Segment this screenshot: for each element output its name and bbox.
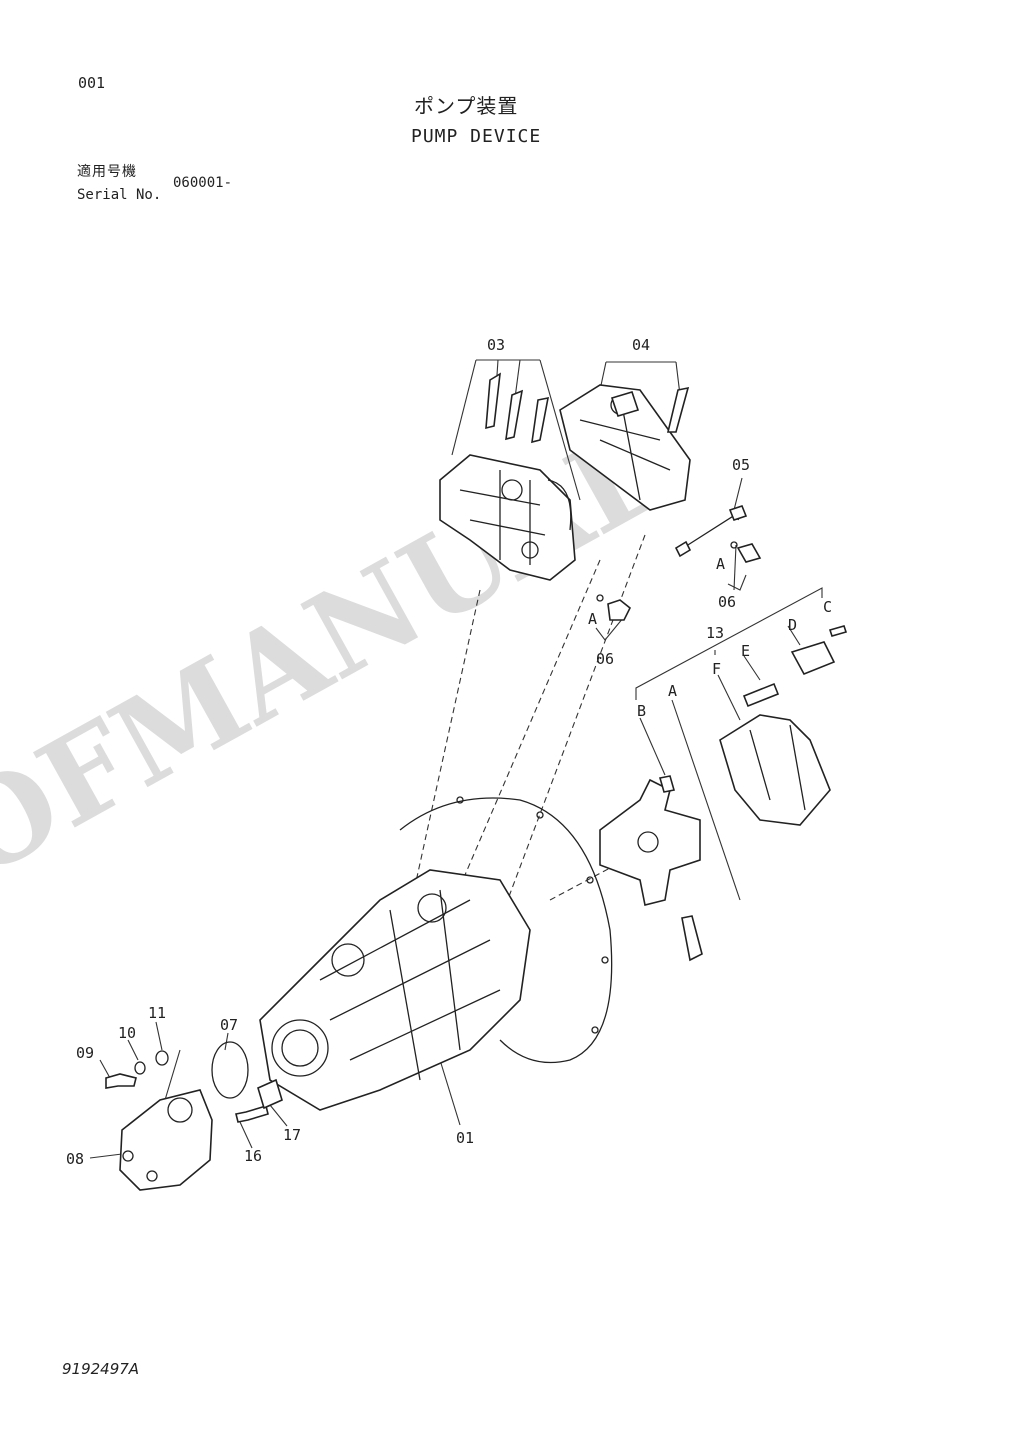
bolts-03: [485, 372, 550, 444]
page-number: 001: [78, 74, 106, 92]
callout-label: 04: [632, 336, 650, 354]
callout-label: 09: [76, 1044, 94, 1062]
callout-label: F: [712, 660, 721, 678]
small-parts-09-10-11-16-17: [105, 1050, 283, 1123]
callout-label: A: [588, 610, 597, 628]
callout-label: D: [788, 616, 797, 634]
callout-label: 01: [456, 1129, 474, 1147]
callout-label: E: [741, 642, 750, 660]
page-title-japanese: ポンプ装置: [414, 94, 519, 118]
callout-label: B: [637, 702, 646, 720]
fittings-06: [596, 541, 762, 621]
gear-pump-08: [119, 1089, 213, 1191]
serial-label-japanese: 適用号機: [77, 164, 137, 180]
callout-labels: 03 04 05 A 06 A 06 C D 13 E F A B 01 07 …: [66, 336, 832, 1168]
callout-label: A: [668, 682, 677, 700]
callout-label: C: [823, 598, 832, 616]
callout-label: 11: [148, 1004, 166, 1022]
serial-label: Serial No.: [77, 187, 162, 203]
callout-label: 07: [220, 1016, 238, 1034]
callout-label: 13: [706, 624, 724, 642]
callout-label: 03: [487, 336, 505, 354]
watermark: OFMANUAL: [0, 400, 685, 905]
callout-label: A: [716, 555, 725, 573]
callout-label: 05: [732, 456, 750, 474]
flywheel-housing: [399, 796, 613, 1064]
drawing-code: 9192497A: [62, 1360, 140, 1378]
coupling-insert: [719, 625, 848, 826]
callout-label: 08: [66, 1150, 84, 1168]
callout-label: 06: [718, 593, 736, 611]
main-pump-01: [259, 869, 531, 1111]
callout-label: 06: [596, 650, 614, 668]
o-ring-07: [211, 1041, 249, 1099]
callout-label: 16: [244, 1147, 262, 1165]
callout-label: 17: [283, 1126, 301, 1144]
page-title: PUMP DEVICE: [411, 126, 542, 147]
coupling-hub: [599, 775, 703, 962]
callout-label: 10: [118, 1024, 136, 1042]
pump-regulator-right: [559, 384, 691, 511]
bolt-04: [666, 386, 690, 433]
serial-number-value: 060001-: [173, 175, 233, 191]
pipe-05: [674, 505, 748, 558]
pump-regulator-left: [439, 454, 576, 581]
